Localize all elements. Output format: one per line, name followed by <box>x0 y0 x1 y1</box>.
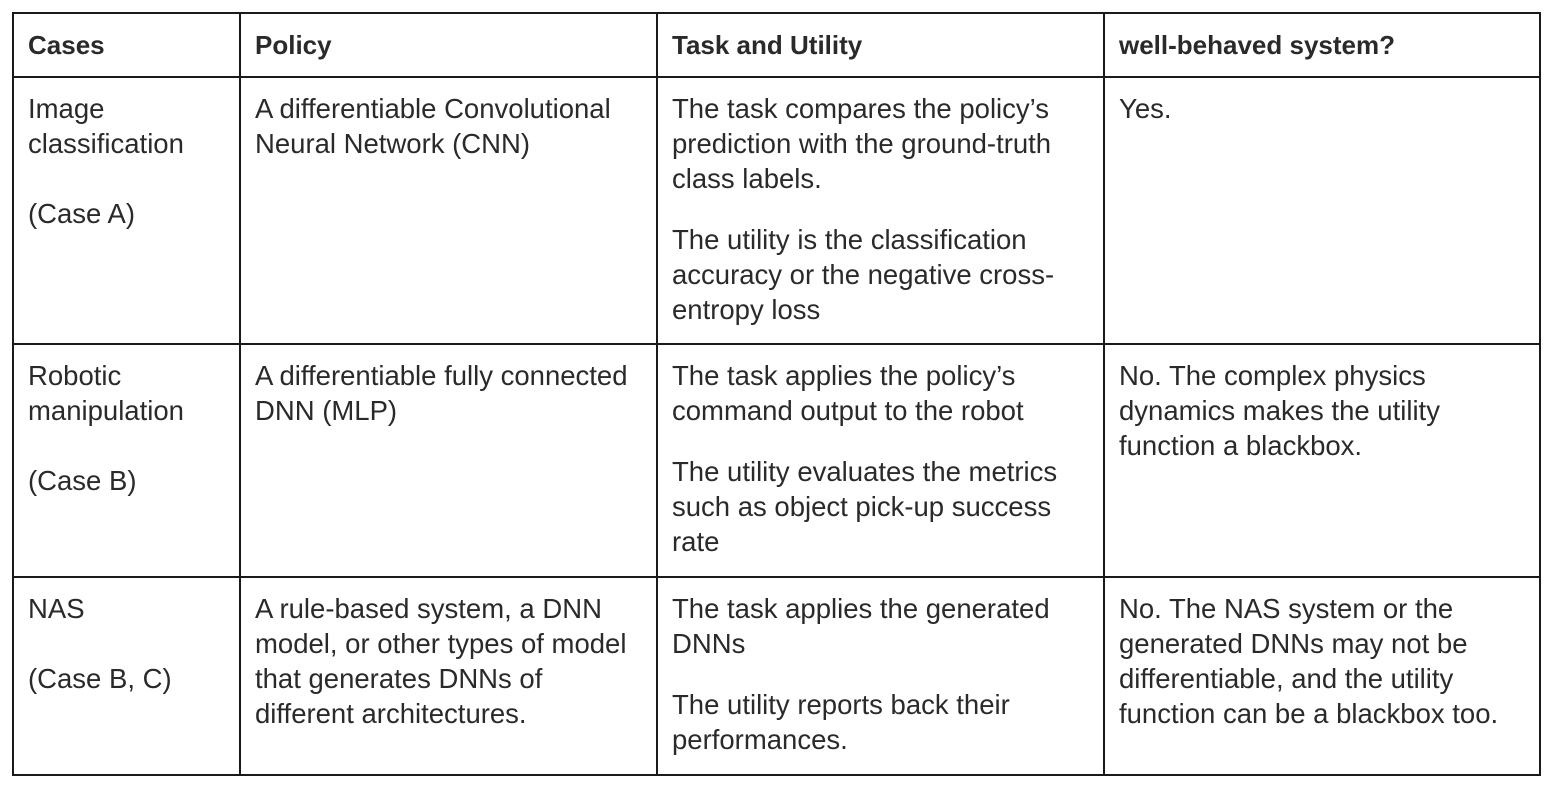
case-label: (Case A) <box>28 198 135 229</box>
task-text: The task compares the policy’s predictio… <box>672 93 1052 194</box>
table-row: NAS (Case B, C) A rule-based system, a D… <box>12 576 1541 776</box>
task-text: The task applies the policy’s command ou… <box>672 360 1024 426</box>
well-behaved-text: Yes. <box>1119 93 1172 124</box>
case-label: (Case B, C) <box>28 663 172 694</box>
case-cell: Image classification (Case A) <box>12 76 241 345</box>
well-behaved-text: No. The NAS system or the generated DNNs… <box>1119 593 1499 729</box>
well-behaved-cell: No. The complex physics dynamics makes t… <box>1103 343 1541 578</box>
table-row: Image classification (Case A) A differen… <box>12 76 1541 345</box>
header-well-behaved: well-behaved system? <box>1103 12 1541 78</box>
case-label: (Case B) <box>28 465 137 496</box>
policy-text: A rule-based system, a DNN model, or oth… <box>255 593 627 729</box>
utility-text: The utility evaluates the metrics such a… <box>672 456 1058 557</box>
header-cases: Cases <box>12 12 241 78</box>
utility-text: The utility is the classification accura… <box>672 224 1055 325</box>
well-behaved-cell: No. The NAS system or the generated DNNs… <box>1103 576 1541 776</box>
well-behaved-cell: Yes. <box>1103 76 1541 345</box>
policy-cell: A differentiable fully connected DNN (ML… <box>239 343 658 578</box>
case-name: Robotic manipulation <box>28 360 184 426</box>
task-text: The task applies the generated DNNs <box>672 593 1050 659</box>
table-header-row: Cases Policy Task and Utility well-behav… <box>12 12 1541 78</box>
task-utility-cell: The task compares the policy’s predictio… <box>656 76 1105 345</box>
case-name: NAS <box>28 593 85 624</box>
header-policy: Policy <box>239 12 658 78</box>
policy-cell: A rule-based system, a DNN model, or oth… <box>239 576 658 776</box>
task-utility-cell: The task applies the generated DNNs The … <box>656 576 1105 776</box>
cases-comparison-table: Cases Policy Task and Utility well-behav… <box>12 12 1541 776</box>
case-cell: Robotic manipulation (Case B) <box>12 343 241 578</box>
header-task-utility: Task and Utility <box>656 12 1105 78</box>
well-behaved-text: No. The complex physics dynamics makes t… <box>1119 360 1440 461</box>
policy-text: A differentiable Convolutional Neural Ne… <box>255 93 611 159</box>
table-row: Robotic manipulation (Case B) A differen… <box>12 343 1541 578</box>
task-utility-cell: The task applies the policy’s command ou… <box>656 343 1105 578</box>
utility-text: The utility reports back their performan… <box>672 689 1010 755</box>
case-name: Image classification <box>28 93 184 159</box>
policy-text: A differentiable fully connected DNN (ML… <box>255 360 628 426</box>
case-cell: NAS (Case B, C) <box>12 576 241 776</box>
policy-cell: A differentiable Convolutional Neural Ne… <box>239 76 658 345</box>
